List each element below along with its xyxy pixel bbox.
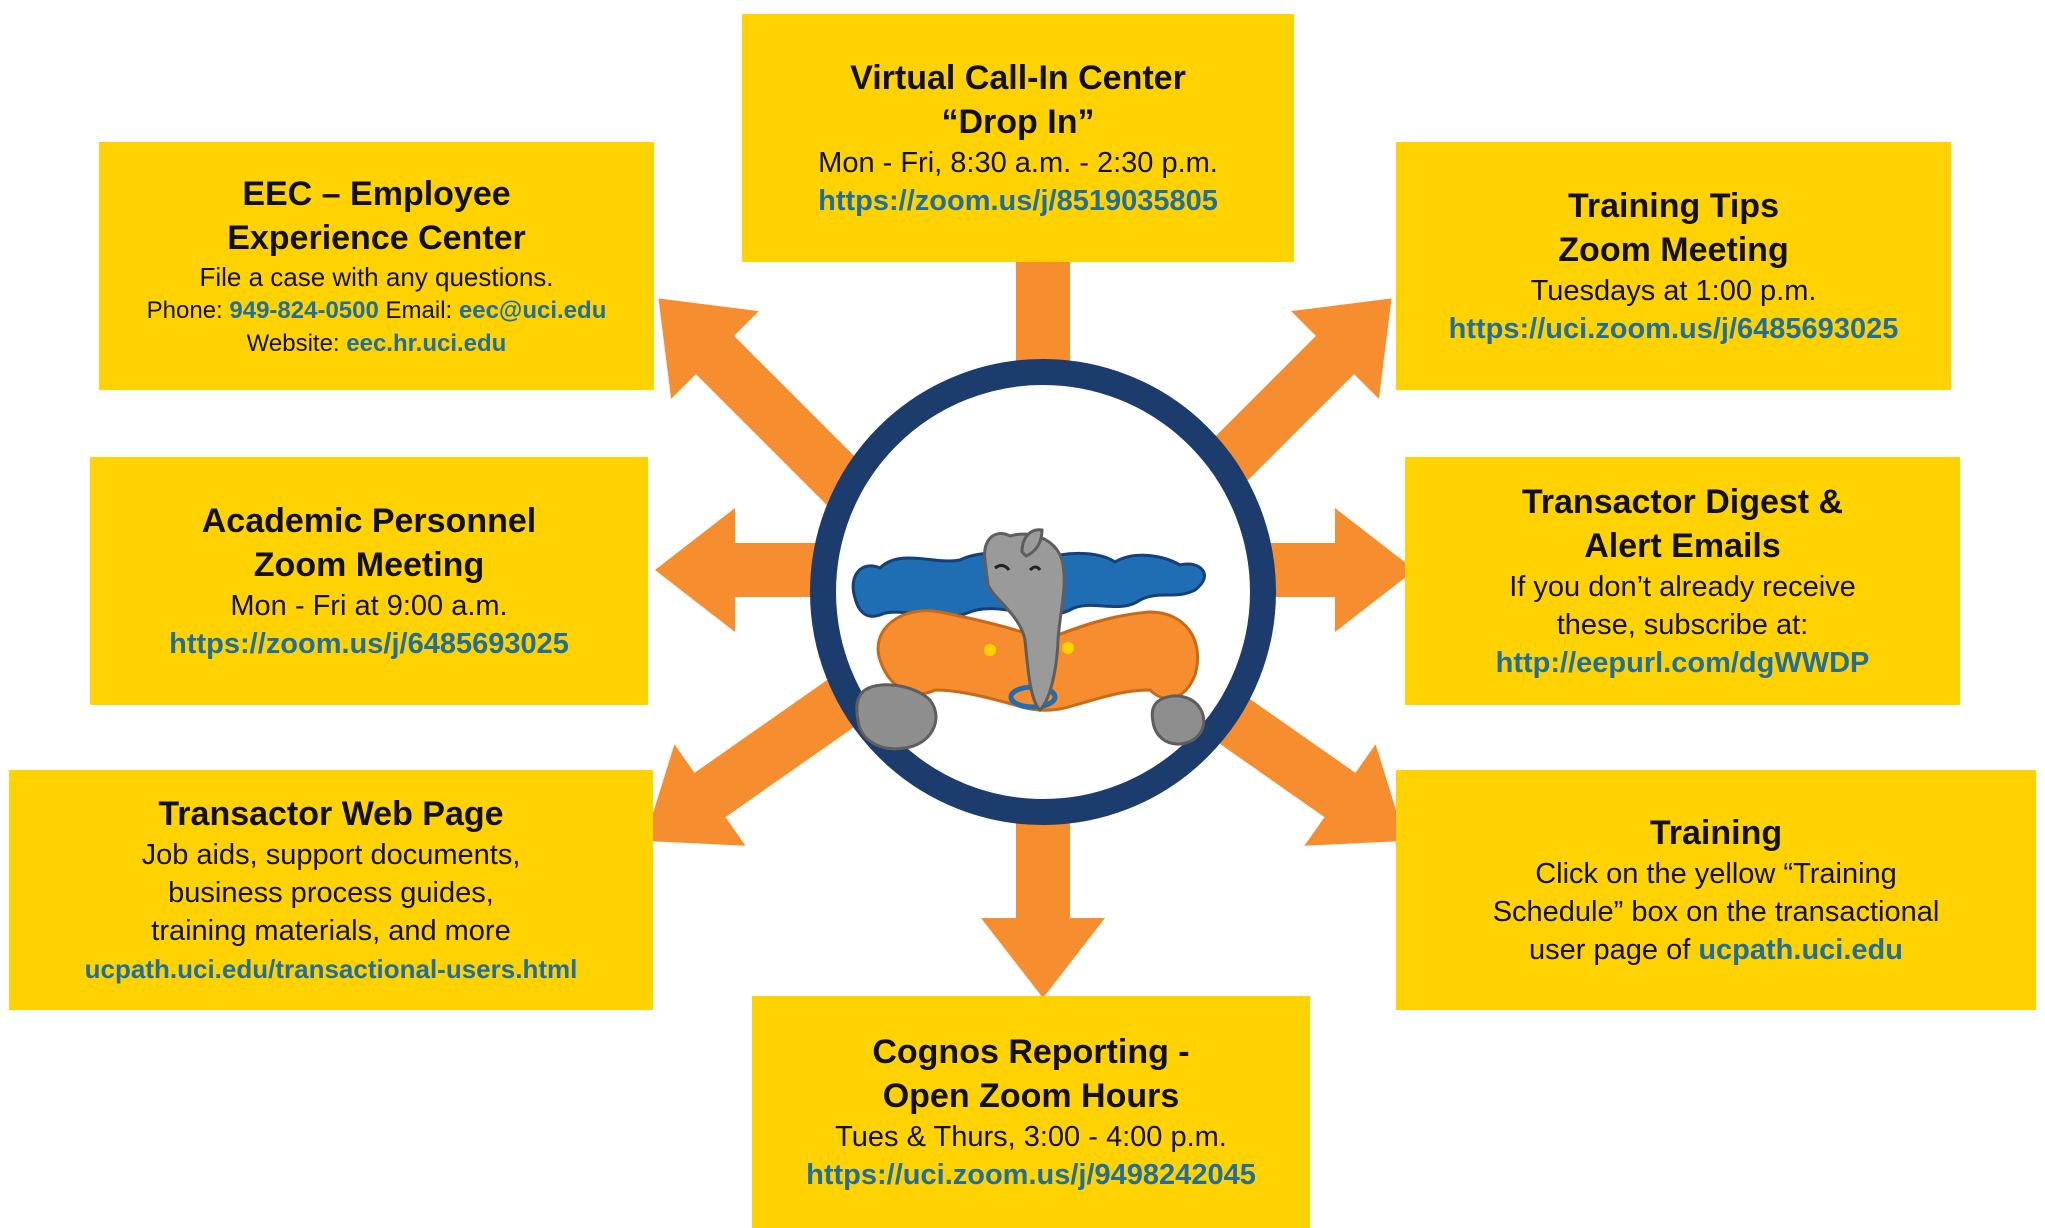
eec-phone-link[interactable]: 949-824-0500 [229,297,379,324]
transactor-digest-link[interactable]: http://eepurl.com/dgWWDP [1495,647,1870,679]
virtual-call-in-subtitle: “Drop In” [941,103,1095,141]
eec-email-link[interactable]: eec@uci.edu [458,297,607,324]
transactor-web-page-line2: business process guides, [168,877,494,909]
box-training-tips: Training Tips Zoom Meeting Tuesdays at 1… [1396,142,1951,390]
transactor-web-page-title: Transactor Web Page [158,795,504,833]
transactor-digest-title: Transactor Digest & [1521,483,1844,521]
virtual-call-in-hours: Mon - Fri, 8:30 a.m. - 2:30 p.m. [818,147,1218,179]
virtual-call-in-title: Virtual Call-In Center [850,59,1186,97]
cognos-title: Cognos Reporting - [872,1033,1190,1071]
training-tips-title: Training Tips [1568,187,1779,225]
eec-website-line: Website: eec.hr.uci.edu [247,327,507,360]
cognos-link[interactable]: https://uci.zoom.us/j/9498242045 [806,1159,1256,1191]
transactor-digest-line2: these, subscribe at: [1556,609,1809,641]
training-line3: user page of ucpath.uci.edu [1529,931,1903,969]
eec-contact-line: Phone: 949-824-0500 Email: eec@uci.edu [147,294,607,327]
eec-website-link[interactable]: eec.hr.uci.edu [346,330,507,357]
eec-title-line1: EEC – Employee [242,175,511,213]
training-link[interactable]: ucpath.uci.edu [1698,934,1903,966]
arrow-down [981,673,1105,998]
arrow-right [1175,508,1415,632]
eec-phone-label: Phone: [146,297,223,324]
transactor-digest-subtitle: Alert Emails [1584,527,1781,565]
training-line1: Click on the yellow “Training [1535,858,1897,890]
arrow-left [655,508,875,632]
arrow-down-left [644,669,873,846]
academic-personnel-title: Academic Personnel [201,502,537,540]
transactor-web-page-link[interactable]: ucpath.uci.edu/transactional-users.html [84,954,578,984]
eec-email-label: Email: [385,297,453,324]
anteater-mascot-icon [851,528,1206,751]
box-training: Training Click on the yellow “Training S… [1396,770,2036,1010]
training-tips-schedule: Tuesdays at 1:00 p.m. [1530,275,1817,307]
eec-description: File a case with any questions. [199,262,554,292]
transactor-web-page-line1: Job aids, support documents, [141,839,521,871]
box-transactor-digest: Transactor Digest & Alert Emails If you … [1405,457,1960,705]
cognos-subtitle: Open Zoom Hours [882,1077,1180,1115]
box-transactor-web-page: Transactor Web Page Job aids, support do… [9,770,653,1010]
training-line3-text: user page of [1529,934,1691,966]
eec-website-label: Website: [246,330,340,357]
virtual-call-in-link[interactable]: https://zoom.us/j/8519035805 [818,185,1218,217]
eec-title-line2: Experience Center [227,219,526,257]
academic-personnel-link[interactable]: https://zoom.us/j/6485693025 [169,628,569,660]
training-title: Training [1649,814,1783,852]
transactor-digest-line1: If you don’t already receive [1509,571,1856,603]
training-line2: Schedule” box on the transactional [1492,896,1940,928]
cognos-schedule: Tues & Thurs, 3:00 - 4:00 p.m. [835,1121,1227,1153]
training-tips-link[interactable]: https://uci.zoom.us/j/6485693025 [1448,313,1899,345]
box-cognos-reporting: Cognos Reporting - Open Zoom Hours Tues … [752,996,1310,1228]
box-academic-personnel: Academic Personnel Zoom Meeting Mon - Fr… [90,457,648,705]
transactor-web-page-line3: training materials, and more [151,915,511,947]
academic-personnel-schedule: Mon - Fri at 9:00 a.m. [230,590,508,622]
training-tips-subtitle: Zoom Meeting [1558,231,1789,269]
academic-personnel-subtitle: Zoom Meeting [253,546,485,584]
box-eec: EEC – Employee Experience Center File a … [99,142,654,390]
box-virtual-call-in: Virtual Call-In Center “Drop In” Mon - F… [742,14,1294,262]
